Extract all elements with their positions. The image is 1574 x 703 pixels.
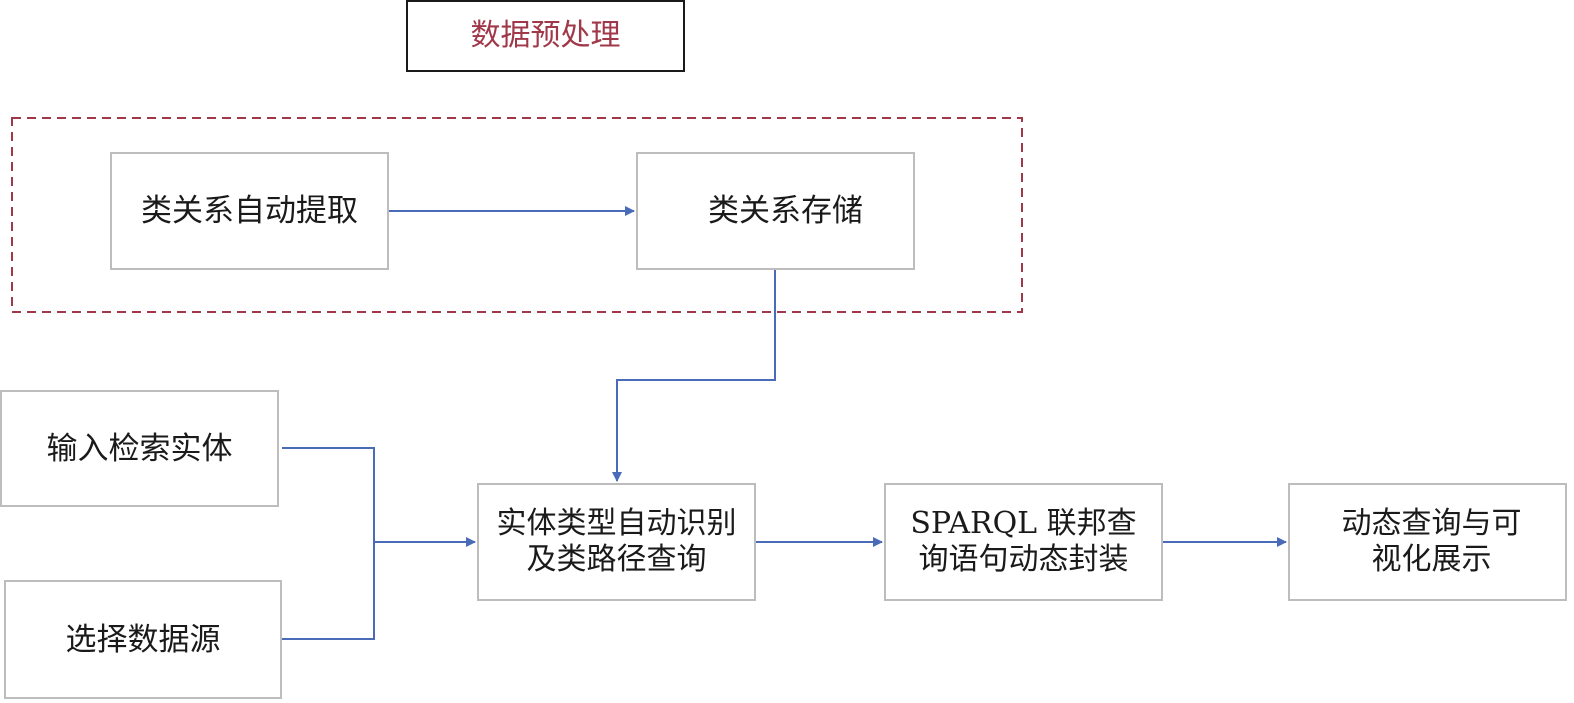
node-input-entity-box: [0, 390, 279, 507]
preprocessing-group: [11, 117, 1023, 313]
connector-select-source: [282, 542, 375, 640]
node-extract-box: [110, 152, 389, 270]
node-visualize-box: [1288, 483, 1567, 601]
node-store-box: [636, 152, 915, 270]
connector-input-entity: [282, 447, 375, 542]
node-sparql-box: [884, 483, 1163, 601]
node-identify-box: [477, 483, 756, 601]
arrow-store-to-identify: [612, 270, 776, 482]
title-box: [406, 0, 685, 72]
node-select-source-box: [4, 580, 282, 699]
